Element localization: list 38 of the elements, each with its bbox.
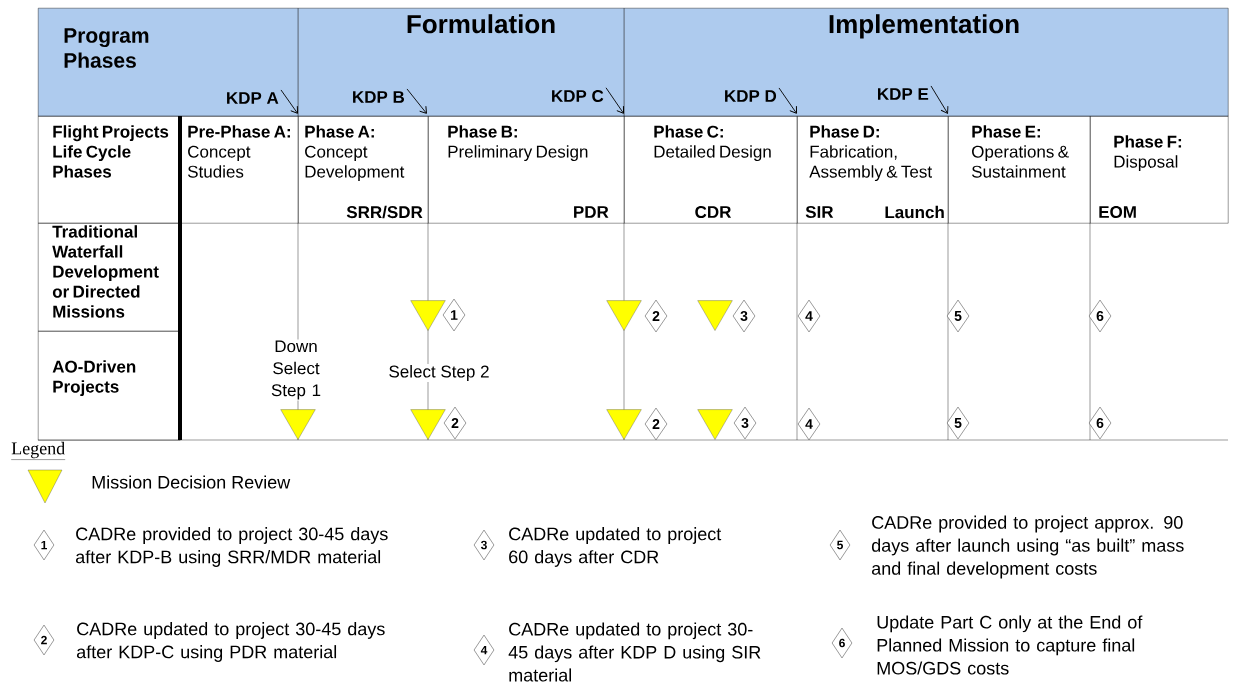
milestone-label: PDR (574, 206, 609, 218)
legend-text: CADRe provided to project approx. 90 days after launch using “as built” mass and final development costs (871, 515, 1184, 579)
kdp-label: KDP E (878, 88, 929, 100)
legend-text: CADRe provided to project 30-45 days after KDP-B using SRR/MDR material (75, 527, 388, 567)
milestone-label: SIR (805, 206, 834, 219)
legend-heading: Legend (11, 441, 66, 460)
table-cell: Pre-Phase A: Concept Studies (180, 116, 299, 224)
review-triangle (410, 300, 446, 331)
review-triangle (697, 409, 733, 440)
table-cell: Traditional Waterfall Development or Directed Missions (38, 223, 181, 332)
review-triangle (697, 300, 733, 331)
arrow (605, 87, 624, 114)
arrow (280, 89, 298, 114)
arrow (930, 85, 949, 114)
legend-text: CADRe updated to project 60 days after CDR (509, 527, 722, 567)
milestone-label: SRR/SDR (346, 205, 423, 219)
arrow (406, 88, 427, 114)
milestone-label: Launch (885, 205, 944, 219)
table-cell: AO-Driven Projects (38, 331, 181, 441)
kdp-label: KDP C (552, 90, 604, 103)
legend-text: CADRe updated to project 30-45 days after KDP D using SIR material (508, 622, 761, 682)
review-triangle (606, 409, 642, 440)
table-cell: Phase E: Operations & Sustainment (948, 116, 1091, 224)
legend-text: CADRe updated to project 30-45 days after KDP-C using PDR material (76, 622, 385, 662)
review-triangle (606, 300, 642, 331)
step-label: Down Select Step 1 (264, 339, 328, 401)
milestone-label: CDR (695, 206, 732, 219)
kdp-label: KDP A (227, 92, 279, 104)
legend-text: Mission Decision Review (92, 475, 291, 489)
review-triangle (410, 409, 446, 440)
table-cell: Flight Projects Life Cycle Phases (38, 116, 181, 224)
review-triangle (280, 409, 316, 440)
step-label: Select Step 2 (387, 364, 491, 382)
kdp-label: KDP D (725, 90, 777, 102)
arrow (778, 87, 797, 114)
kdp-label: KDP B (353, 91, 404, 103)
milestone-label: EOM (1099, 206, 1136, 219)
legend-text: Update Part C only at the End of Planned Mission to capture final MOS/GDS costs (877, 615, 1143, 675)
